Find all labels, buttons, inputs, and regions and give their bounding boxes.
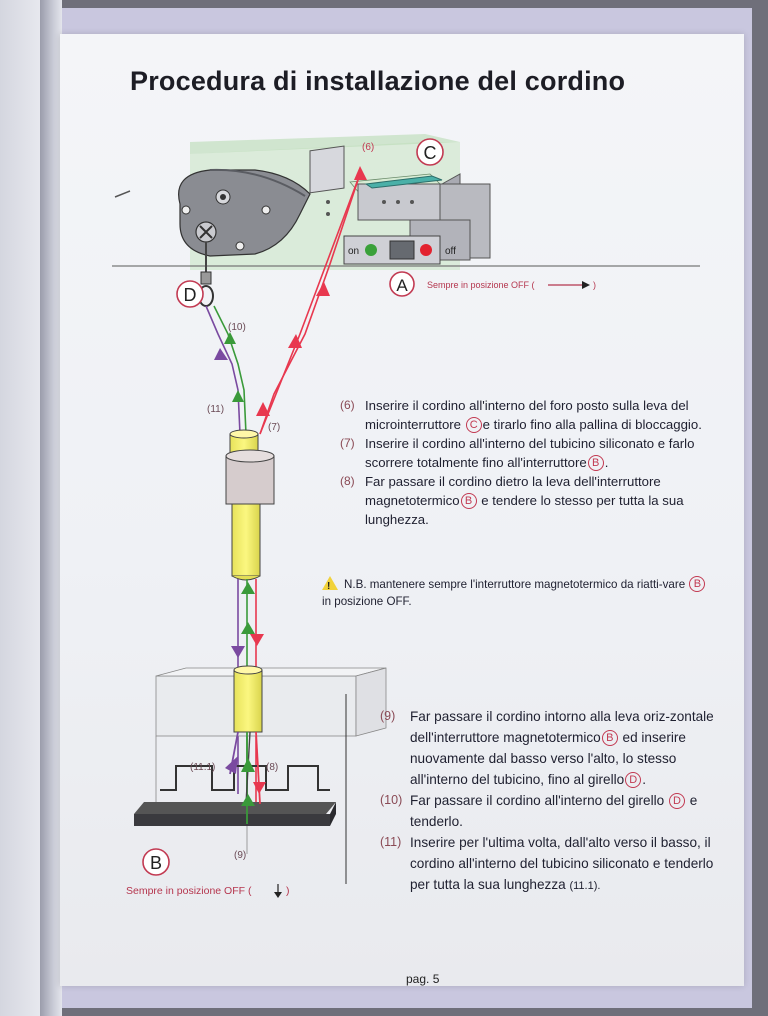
switch-off-label: off: [445, 246, 456, 257]
label-7: (7): [268, 422, 280, 433]
svg-text:C: C: [424, 143, 437, 163]
step-11: (11) Inserire per l'ultima volta, dall'a…: [380, 835, 714, 892]
warning-note: !N.B. mantenere sempre l'interruttore ma…: [322, 576, 712, 610]
svg-text:D: D: [184, 285, 197, 305]
svg-text:B: B: [150, 853, 162, 873]
step-9: (9) Far passare il cordino intorno alla …: [380, 709, 714, 788]
letter-c-marker: C: [416, 138, 444, 166]
letter-b-marker: B Sempre in posizione OFF ( ): [126, 848, 290, 898]
label-11: (11): [207, 404, 224, 415]
installation-diagram: on off: [112, 134, 700, 898]
page-number: pag. 5: [406, 972, 440, 986]
svg-text:): ): [286, 885, 290, 897]
label-11-1: (11.1): [190, 762, 215, 773]
letter-a-marker: A Sempre in posizione OFF ( ): [389, 271, 596, 297]
step-labels: (6) (10) (11) (7) (11.1) (8) (9): [190, 142, 374, 861]
step-8: (8) Far passare il cordino dietro la lev…: [340, 474, 684, 527]
steps-top: (6) Inserire il cordino all'interno del …: [340, 396, 705, 529]
lever-plate: [178, 168, 311, 257]
letter-d-marker: D: [176, 280, 204, 308]
label-6: (6): [362, 142, 374, 153]
silicone-tube-bottom: [233, 665, 263, 733]
binding-spine: [40, 0, 62, 1016]
manual-page: Procedura di installazione del cordino: [60, 34, 744, 986]
warning-icon: !: [322, 576, 338, 592]
on-off-switch: on off: [343, 235, 456, 265]
svg-text:): ): [593, 280, 596, 290]
sempre-off-b-text: Sempre in posizione OFF (: [126, 885, 252, 897]
silicone-tube-top: [225, 429, 275, 581]
step-10: (10) Far passare il cordino all'interno …: [380, 793, 698, 829]
step-6: (6) Inserire il cordino all'interno del …: [340, 398, 702, 433]
label-8: (8): [266, 762, 278, 773]
page-title: Procedura di installazione del cordino: [130, 66, 626, 96]
step-7: (7) Inserire il cordino all'interno del …: [340, 436, 695, 471]
steps-bottom: (9) Far passare il cordino intorno alla …: [380, 706, 715, 897]
sempre-off-a-text: Sempre in posizione OFF (: [427, 280, 535, 290]
label-9: (9): [234, 850, 246, 861]
label-10: (10): [228, 322, 246, 333]
switch-on-label: on: [348, 246, 359, 257]
mechanism-top: on off: [112, 134, 700, 270]
svg-text:A: A: [396, 276, 408, 295]
